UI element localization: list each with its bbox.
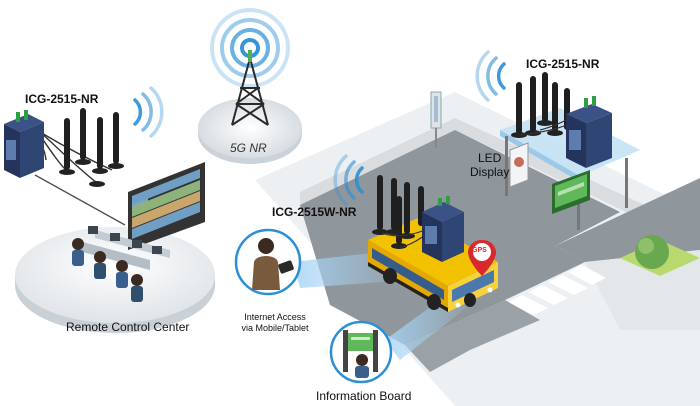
wifi-signal-icon [133, 86, 164, 138]
right-router [511, 72, 612, 168]
led-display-line1: LED [478, 151, 502, 165]
device-label-right: ICG-2515-NR [526, 57, 600, 71]
gps-pin-icon [468, 240, 496, 276]
gps-label: GPS [472, 247, 487, 254]
control-center-label: Remote Control Center [66, 320, 190, 334]
street-sign [430, 91, 442, 148]
router-icon [4, 110, 44, 178]
wifi-signal-icon [333, 154, 364, 206]
bus-router [372, 175, 464, 262]
beam-infoboard [385, 300, 470, 360]
video-wall [128, 162, 205, 250]
info-board-callout [329, 320, 393, 384]
operators [72, 238, 143, 302]
internet-access-line1: Internet Access [244, 312, 306, 322]
tree [620, 235, 700, 276]
led-display [552, 170, 590, 214]
internet-access-line2: via Mobile/Tablet [241, 323, 309, 333]
led-display-label: LED Display [470, 151, 509, 179]
device-label-bus: ICG-2515W-NR [272, 205, 357, 219]
mobile-user-callout [234, 228, 302, 296]
info-board-label: Information Board [316, 389, 412, 403]
device-label-left: ICG-2515-NR [25, 92, 99, 106]
network-label: 5G NR [230, 141, 267, 155]
cell-tower [198, 8, 302, 164]
wifi-signal-icon [475, 50, 506, 102]
router-icon [566, 96, 612, 168]
cell-tower-icon [210, 8, 290, 88]
left-router [4, 108, 124, 187]
router-icon [422, 196, 464, 262]
internet-access-label: Internet Access via Mobile/Tablet [236, 312, 314, 334]
led-display-line2: Display [470, 165, 510, 179]
antenna-icon [59, 108, 124, 187]
control-center-platform [15, 162, 215, 333]
